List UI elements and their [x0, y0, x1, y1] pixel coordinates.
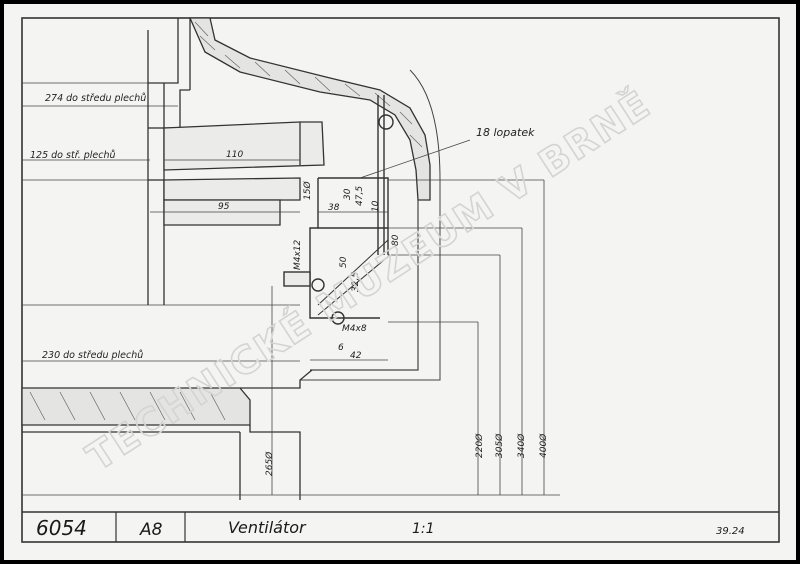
reference-lines [22, 82, 300, 362]
dim-15: 15Ø [302, 181, 313, 200]
dim-38: 38 [328, 203, 340, 213]
dim-95: 95 [218, 202, 230, 212]
fan-blade-assembly [283, 95, 394, 325]
diameter-dimension-lines [22, 179, 560, 496]
dim-340: 340Ø [516, 433, 527, 458]
dim-475: 47,5 [355, 186, 365, 206]
paper [4, 4, 796, 560]
drawing-name: Ventilátor [228, 518, 307, 537]
dim-325: 32,5 [351, 272, 361, 292]
hub-lower [21, 369, 313, 500]
horizontal-dimension-lines [150, 139, 471, 361]
drawing-number: 6054 [36, 516, 87, 540]
dim-265: 265Ø [264, 451, 275, 476]
dim-110: 110 [226, 150, 243, 160]
dim-42: 42 [350, 351, 362, 361]
label-dist-125: 125 do stř. plechů [30, 150, 116, 161]
dim-400: 400Ø [538, 433, 549, 458]
casing-inner [310, 200, 419, 371]
frame-border [21, 17, 780, 543]
dim-m4x12: M4x12 [293, 239, 303, 270]
dim-305: 305Ø [494, 433, 505, 458]
dim-10: 10 [371, 200, 381, 212]
dim-6: 6 [338, 343, 344, 353]
label-blades: 18 lopatek [476, 126, 535, 139]
dim-220: 220Ø [474, 433, 485, 458]
dim-m4x8: M4x8 [342, 324, 367, 334]
rotor-parts [163, 121, 325, 226]
dim-50: 50 [339, 256, 349, 268]
drawing-format: A8 [139, 520, 163, 540]
dim-80: 80 [391, 234, 401, 246]
title-block: 6054 A8 Ventilátor 1:1 39.24 [22, 511, 779, 542]
drawing-ref: 39.24 [716, 526, 745, 537]
label-dist-230: 230 do středu plechů [42, 350, 143, 361]
label-dist-274: 274 do středu plechů [45, 93, 146, 104]
dim-30: 30 [343, 188, 353, 200]
drawing-scale: 1:1 [412, 521, 435, 537]
